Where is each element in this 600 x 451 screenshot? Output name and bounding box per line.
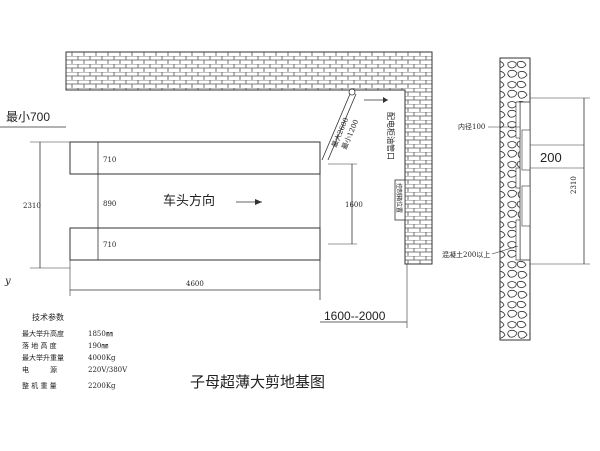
span-1600-dimension: 1600 bbox=[319, 142, 363, 300]
diagram-title: 子母超薄大剪地基图 bbox=[190, 373, 325, 391]
top-runway bbox=[69, 141, 321, 175]
spec-value: 4000Kg bbox=[88, 354, 116, 362]
spec-name: 最大举升重量 bbox=[22, 353, 64, 362]
h-890-label: 890 bbox=[103, 200, 116, 208]
spec-value: 220V/380V bbox=[88, 366, 128, 374]
spec-name: 落 地 高 度 bbox=[22, 341, 57, 350]
cabinet-oil-port-label: 配电柜油管口 bbox=[386, 112, 396, 160]
height-dimension-left: 2310 bbox=[23, 141, 70, 269]
spec-name: 整 机 重 量 bbox=[22, 381, 57, 390]
min-700-label: 最小700 bbox=[6, 110, 50, 124]
min-700-dimension: 最小700 bbox=[0, 110, 66, 128]
inner-dimension-chain: 710 890 710 bbox=[92, 142, 116, 260]
spec-name: 电 源 bbox=[22, 365, 57, 374]
spec-value: 1850㎜ bbox=[88, 330, 113, 338]
width-4600-label: 4600 bbox=[186, 280, 204, 288]
lift-platforms bbox=[69, 141, 321, 261]
height-2310-right-label: 2310 bbox=[570, 176, 578, 194]
dim-200-label: 200 bbox=[540, 150, 562, 165]
h-710-top-label: 710 bbox=[103, 156, 116, 164]
h-710-bottom-label: 710 bbox=[103, 241, 116, 249]
y-mark: y bbox=[4, 276, 11, 287]
control-box: 控制箱位置 bbox=[394, 179, 406, 221]
cabinet-oil-port: 配电柜油管口 bbox=[364, 97, 396, 160]
spec-name: 最大举升高度 bbox=[22, 329, 64, 338]
technical-specs: 技术参数 最大举升高度 1850㎜ 落 地 高 度 190㎜ 最大举升重量 40… bbox=[22, 312, 128, 390]
oil-pipe: 最大2600 最小1200 bbox=[321, 88, 360, 161]
length-dimension: 4600 bbox=[69, 260, 320, 296]
inner-100-label: 内径100 bbox=[458, 122, 485, 131]
vehicle-direction: 车头方向 bbox=[163, 193, 262, 209]
span-1600-label: 1600 bbox=[345, 201, 363, 209]
section-view: 内径100 200 2310 混凝土200以上 bbox=[442, 57, 590, 341]
cabinet-position-label: 控制箱位置 bbox=[395, 183, 403, 213]
bottom-runway bbox=[69, 227, 321, 261]
range-1600-2000-label: 1600--2000 bbox=[324, 309, 386, 323]
height-2310-left-label: 2310 bbox=[23, 202, 41, 210]
spec-value: 2200Kg bbox=[88, 382, 116, 390]
specs-heading: 技术参数 bbox=[32, 312, 64, 322]
brick-wall bbox=[65, 51, 433, 265]
concrete-200-label: 混凝土200以上 bbox=[442, 250, 490, 259]
range-dimension: 1600--2000 bbox=[320, 264, 408, 328]
direction-label: 车头方向 bbox=[163, 193, 215, 209]
spec-value: 190㎜ bbox=[88, 342, 108, 350]
